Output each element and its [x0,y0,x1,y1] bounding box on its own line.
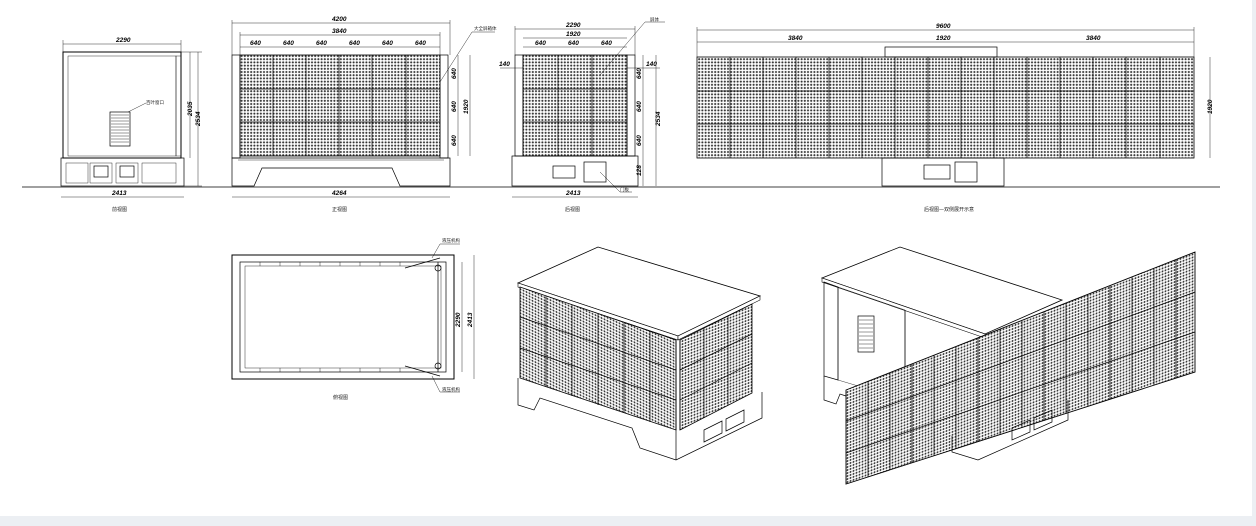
drawing-sheet: 百叶窗口 2290 2413 2035 2534 前视图 [0,0,1252,516]
side-screen-label: 大全屏箱体 [474,25,497,32]
rear-dim-right-a: 640 [636,68,643,79]
front-dim-bottom: 2413 [111,190,127,197]
plan-dim-a: 2290 [455,312,462,328]
iso2-base [951,400,1069,461]
rear-dim-right: 140 [646,61,657,68]
side-view-caption: 正视图 [332,206,347,213]
rear-cell-1: 640 [535,40,546,47]
rear-expanded-view: 9600 3840 1920 3840 1920 后视图—双侧展开示意 [696,23,1214,213]
plan-label-bottom: 液压机构 [442,386,460,393]
rear-dim-right-c: 640 [636,135,643,146]
rear-dim-left: 140 [499,61,510,68]
rear-expanded-dim-right: 3840 [1086,35,1101,42]
rear-view: 屏体 门板 2290 1920 640 640 640 140 140 640 … [499,16,665,213]
side-cell-1: 640 [250,40,261,47]
front-vent-label: 百叶窗口 [146,99,164,106]
side-view: 大全屏箱体 4200 3840 640 640 640 640 640 640 … [231,16,497,213]
rear-dim-right-b: 640 [636,101,643,112]
isometric-closed-view [516,246,763,461]
side-dim-right-a: 640 [451,68,458,79]
rear-dim-bottom: 2413 [565,190,581,197]
side-cell-5: 640 [382,40,393,47]
plan-view-outline [231,254,455,380]
plan-dim-b: 2413 [467,312,474,328]
front-view: 百叶窗口 2290 2413 2035 2534 前视图 [60,37,202,213]
iso-base [517,378,763,461]
louver-vent [109,111,131,147]
rear-dim-right-total: 2534 [655,111,662,127]
rear-dim-inner: 1920 [566,31,581,38]
side-cell-2: 640 [283,40,294,47]
side-cell-6: 640 [415,40,426,47]
isometric-expanded-view [820,246,1196,485]
rear-door-label: 门板 [620,186,629,193]
rear-expanded-dim-height: 1920 [1207,99,1214,114]
side-dim-bottom: 4264 [331,190,347,197]
side-dim-total: 4200 [331,16,347,23]
iso2-louver [857,315,875,353]
plan-view-caption: 俯视图 [333,394,348,401]
side-cell-3: 640 [316,40,327,47]
front-view-caption: 前视图 [112,206,127,213]
side-view-base [231,157,451,187]
engineering-drawing: 百叶窗口 2290 2413 2035 2534 前视图 [22,16,1220,485]
rear-cell-3: 640 [601,40,612,47]
rear-view-screen [522,54,628,157]
rear-cell-2: 640 [568,40,579,47]
side-dim-right-b: 640 [451,101,458,112]
plan-view: 液压机构 液压机构 2290 2413 俯视图 [231,237,475,401]
side-cell-4: 640 [349,40,360,47]
front-dim-right-a: 2035 [187,101,194,117]
rear-view-caption: 后视图 [565,206,580,213]
rear-expanded-dim-total: 9600 [936,23,951,30]
rear-dim-top: 2290 [565,22,581,29]
side-dim-inner: 3840 [332,28,347,35]
side-dim-right-c: 640 [451,135,458,146]
rear-screen-label: 屏体 [650,16,659,23]
rear-expanded-dim-mid: 1920 [936,35,951,42]
rear-expanded-dim-left: 3840 [788,35,803,42]
front-dim-right-b: 2534 [195,111,202,127]
side-dim-right-total: 1920 [463,99,470,114]
plan-label-top: 液压机构 [442,237,460,244]
rear-expanded-base [881,157,1005,187]
side-view-screen [239,54,441,157]
rear-view-base [511,155,639,187]
rear-expanded-caption: 后视图—双侧展开示意 [924,206,974,213]
rear-expanded-screen [696,56,1195,159]
front-dim-top: 2290 [115,37,131,44]
rear-dim-base: 128 [636,165,643,176]
